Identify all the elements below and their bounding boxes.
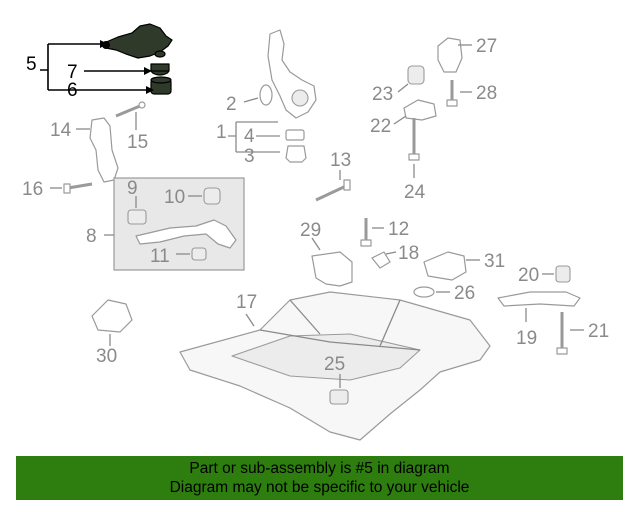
- callout-5[interactable]: 5: [26, 54, 37, 75]
- callout-10[interactable]: 10: [164, 187, 185, 208]
- mount-part-30[interactable]: [91, 299, 133, 333]
- callout-26[interactable]: 26: [454, 283, 475, 304]
- banner-line-1: Part or sub-assembly is #5 in diagram: [189, 460, 450, 477]
- callout-6[interactable]: 6: [67, 80, 78, 101]
- mount-part-25[interactable]: [329, 389, 349, 405]
- bushing-part-23[interactable]: [407, 65, 425, 85]
- bushing-part-7[interactable]: [150, 63, 170, 76]
- callout-1[interactable]: 1: [216, 122, 227, 143]
- callout-19[interactable]: 19: [516, 328, 537, 349]
- callout-12[interactable]: 12: [388, 219, 409, 240]
- callout-28[interactable]: 28: [476, 83, 497, 104]
- callout-31[interactable]: 31: [484, 251, 505, 272]
- banner-line-2: Diagram may not be specific to your vehi…: [169, 479, 470, 496]
- bushing-part-11[interactable]: [191, 247, 207, 261]
- bolt-part-21[interactable]: [556, 312, 568, 355]
- clip-part-18[interactable]: [371, 251, 391, 269]
- callout-29[interactable]: 29: [300, 220, 321, 241]
- bracket-part-27[interactable]: [437, 37, 463, 73]
- callout-2[interactable]: 2: [226, 94, 237, 115]
- callout-21[interactable]: 21: [588, 321, 609, 342]
- bushing-part-6[interactable]: [150, 76, 172, 95]
- knuckle-part-1[interactable]: [267, 29, 317, 119]
- subframe-part-17[interactable]: [179, 291, 491, 441]
- callout-17[interactable]: 17: [236, 292, 257, 313]
- washer-part-26[interactable]: [413, 286, 435, 298]
- hub-part-3[interactable]: [285, 145, 307, 163]
- callout-30[interactable]: 30: [96, 346, 117, 367]
- callout-4[interactable]: 4: [244, 126, 255, 147]
- callout-16[interactable]: 16: [22, 179, 43, 200]
- lower-control-arm-part[interactable]: [135, 219, 237, 249]
- arm-part-19[interactable]: [497, 291, 581, 307]
- callout-18[interactable]: 18: [398, 243, 419, 264]
- mount-part-31[interactable]: [423, 251, 467, 281]
- callout-20[interactable]: 20: [518, 265, 539, 286]
- callout-11[interactable]: 11: [150, 246, 170, 267]
- bolt-part-13[interactable]: [315, 179, 351, 202]
- callout-27[interactable]: 27: [476, 36, 497, 57]
- callout-9[interactable]: 9: [127, 178, 138, 199]
- info-banner: Part or sub-assembly is #5 in diagram Di…: [16, 456, 623, 500]
- callout-14[interactable]: 14: [50, 120, 72, 141]
- callout-3[interactable]: 3: [244, 146, 255, 167]
- seal-part-2[interactable]: [259, 84, 273, 106]
- bracket-part-29[interactable]: [311, 251, 353, 287]
- bolt-part-16[interactable]: [63, 182, 93, 194]
- bushing-part-20[interactable]: [555, 265, 571, 283]
- bolt-part-15[interactable]: [115, 101, 146, 118]
- callout-22[interactable]: 22: [370, 116, 391, 137]
- bracket-part-22[interactable]: [403, 99, 437, 121]
- callout-8[interactable]: 8: [86, 226, 97, 247]
- bearing-part-4[interactable]: [285, 129, 305, 141]
- bolt-part-12[interactable]: [360, 218, 372, 247]
- parts-diagram: 5 7 6 14 15 16 8 9 10 11: [22, 23, 609, 441]
- callout-25[interactable]: 25: [324, 354, 345, 375]
- bushing-part-9[interactable]: [127, 209, 147, 225]
- upper-control-arm-part-5[interactable]: [102, 23, 173, 59]
- bushing-part-10[interactable]: [203, 187, 221, 205]
- bolt-part-24[interactable]: [408, 118, 420, 161]
- bracket-part-14[interactable]: [89, 117, 119, 183]
- callout-23[interactable]: 23: [372, 84, 393, 105]
- bolt-part-28[interactable]: [446, 80, 458, 107]
- leader-5: [40, 43, 150, 91]
- callout-24[interactable]: 24: [404, 182, 426, 203]
- callout-13[interactable]: 13: [330, 150, 351, 171]
- callout-15[interactable]: 15: [127, 132, 148, 153]
- callout-7[interactable]: 7: [67, 62, 78, 83]
